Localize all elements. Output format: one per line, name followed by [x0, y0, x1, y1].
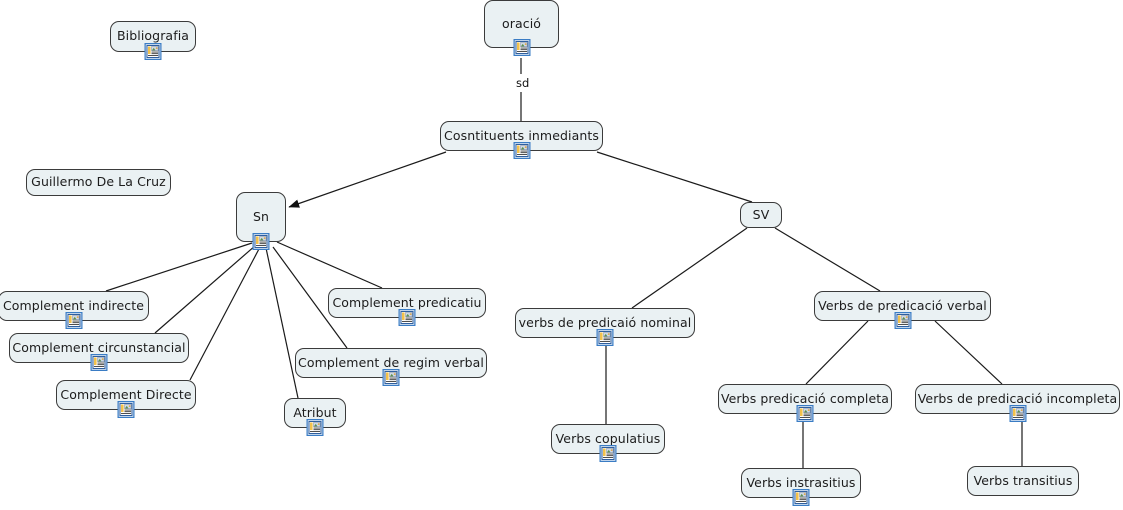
concept-node-label: SV — [752, 206, 770, 222]
concept-node-verbs_transitius[interactable]: Verbs transitius — [967, 466, 1079, 496]
concept-node-label: Verbs predicació completa — [720, 390, 890, 406]
map-edge[interactable] — [934, 320, 1003, 385]
concept-node-label: Verbs instrasitius — [746, 474, 856, 490]
concept-node-comp_regim_verbal[interactable]: Complement de regim verbal — [295, 348, 487, 386]
link-label-sd-label[interactable]: sd — [514, 76, 532, 90]
concept-node-verbs_pred_nominal[interactable]: verbs de predicaió nominal — [515, 308, 695, 346]
concept-node-bibliografia[interactable]: Bibliografia — [110, 21, 196, 60]
resource-list-icon[interactable] — [894, 312, 911, 329]
resource-list-icon[interactable] — [65, 312, 82, 329]
concept-node-verbs_completa[interactable]: Verbs predicació completa — [718, 384, 892, 422]
map-edge[interactable] — [596, 151, 753, 203]
resource-list-icon[interactable] — [513, 39, 530, 56]
resource-list-icon[interactable] — [398, 309, 416, 326]
concept-node-label: Verbs copulatius — [555, 430, 661, 446]
concept-node-label: Complement predicatiu — [332, 294, 482, 310]
map-edge[interactable] — [189, 246, 261, 381]
concept-node-label: Complement indirecte — [2, 297, 145, 313]
concept-node-comp_indirecte[interactable]: Complement indirecte — [0, 291, 149, 329]
concept-node-label: Complement de regim verbal — [298, 354, 484, 370]
map-edge[interactable] — [105, 242, 253, 292]
resource-list-icon[interactable] — [306, 419, 324, 436]
map-edge[interactable] — [276, 241, 383, 289]
map-edge[interactable] — [774, 227, 881, 292]
concept-node-label: Verbs de predicació verbal — [818, 297, 987, 313]
concept-node-label: Verbs transitius — [973, 472, 1073, 488]
resource-list-icon[interactable] — [90, 354, 108, 371]
map-edge[interactable] — [154, 244, 257, 334]
resource-list-icon[interactable] — [513, 142, 530, 159]
concept-node-verbs_incompleta[interactable]: Verbs de predicació incompleta — [915, 384, 1120, 422]
resource-list-icon[interactable] — [596, 329, 614, 346]
concept-node-verbs_pred_verbal[interactable]: Verbs de predicació verbal — [814, 291, 991, 329]
map-edge[interactable] — [631, 227, 748, 309]
concept-node-constituents[interactable]: Cosntituents inmediants — [440, 121, 603, 159]
concept-node-label: Guillermo De La Cruz — [31, 174, 166, 190]
map-edge[interactable] — [805, 320, 869, 385]
resource-list-icon[interactable] — [1009, 405, 1026, 422]
concept-node-label: Atribut — [293, 404, 337, 420]
resource-list-icon[interactable] — [796, 405, 814, 422]
map-edge[interactable] — [288, 151, 447, 208]
resource-list-icon[interactable] — [382, 369, 400, 386]
resource-list-icon[interactable] — [599, 445, 617, 462]
concept-node-verbs_instrasitius[interactable]: Verbs instrasitius — [741, 468, 861, 506]
concept-node-guillermo[interactable]: Guillermo De La Cruz — [26, 169, 171, 196]
resource-list-icon[interactable] — [792, 489, 810, 506]
concept-node-label: oració — [501, 15, 542, 31]
map-edge[interactable] — [265, 247, 299, 399]
concept-node-comp_circunstancial[interactable]: Complement circunstancial — [9, 333, 189, 371]
concept-node-label: Complement circunstancial — [12, 339, 186, 355]
resource-list-icon[interactable] — [144, 43, 162, 60]
concept-node-comp_predicatiu[interactable]: Complement predicatiu — [328, 288, 486, 326]
concept-node-label: Sn — [252, 208, 270, 224]
concept-node-label: Complement Directe — [60, 386, 192, 402]
concept-node-label: Cosntituents inmediants — [444, 127, 599, 143]
concept-node-label: Bibliografia — [116, 28, 190, 44]
concept-node-verbs_copulatius[interactable]: Verbs copulatius — [551, 424, 665, 462]
concept-node-sv[interactable]: SV — [740, 202, 782, 228]
concept-node-oracio[interactable]: oració — [484, 0, 559, 56]
resource-list-icon[interactable] — [117, 401, 135, 418]
concept-node-label: Verbs de predicació incompleta — [917, 390, 1118, 406]
concept-node-atribut[interactable]: Atribut — [284, 398, 346, 436]
concept-node-comp_directe[interactable]: Complement Directe — [56, 380, 196, 418]
concept-node-sn[interactable]: Sn — [236, 192, 286, 250]
concept-node-label: verbs de predicaió nominal — [518, 314, 692, 330]
resource-list-icon[interactable] — [252, 233, 270, 250]
